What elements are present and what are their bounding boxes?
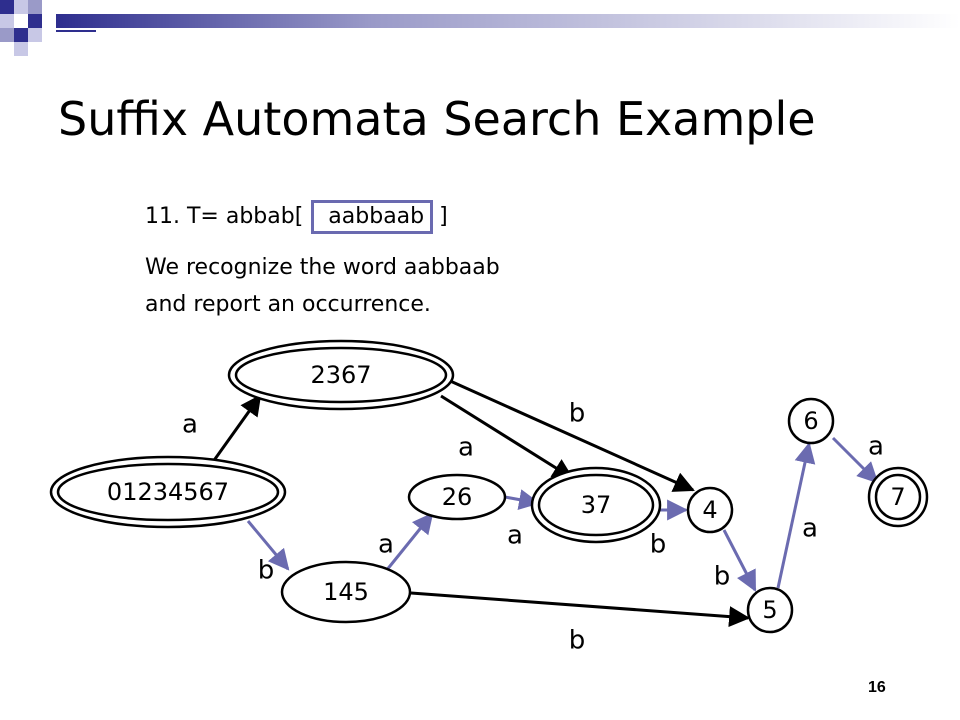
transition-label-s4-s5: b bbox=[714, 562, 731, 592]
state-shape bbox=[787, 397, 835, 445]
state-37: 37 bbox=[530, 466, 662, 544]
state-label: 6 bbox=[803, 407, 818, 435]
state-label: 5 bbox=[762, 596, 777, 624]
state-01234567: 01234567 bbox=[49, 455, 287, 529]
transition-s145-s5 bbox=[410, 591, 751, 628]
state-145: 145 bbox=[280, 560, 412, 624]
state-shape bbox=[234, 346, 448, 404]
state-6: 6 bbox=[787, 397, 835, 445]
transition-label-s145-s26: a bbox=[378, 530, 394, 560]
transition-label-s5-s6: a bbox=[802, 514, 818, 544]
slide-number: 16 bbox=[868, 679, 886, 696]
state-shape bbox=[537, 473, 655, 537]
state-shape bbox=[746, 586, 794, 634]
transition-s0-s145 bbox=[246, 520, 290, 571]
transition-label-s6-s7: a bbox=[868, 432, 884, 462]
state-label: 26 bbox=[442, 483, 473, 511]
transition-s5-s6 bbox=[776, 441, 816, 589]
state-5: 5 bbox=[746, 586, 794, 634]
slide-title: Suffix Automata Search Example bbox=[58, 92, 816, 146]
state-label: 01234567 bbox=[107, 478, 229, 506]
transition-s0-s2367 bbox=[208, 394, 262, 467]
state-label: 145 bbox=[323, 578, 369, 606]
state-label: 7 bbox=[890, 483, 905, 511]
state-shape bbox=[56, 462, 280, 522]
state-shape bbox=[686, 486, 734, 534]
step-suffix: ] bbox=[439, 204, 448, 229]
state-shape bbox=[280, 560, 412, 624]
state-shape bbox=[407, 473, 507, 521]
step-prefix: 11. T= abbab[ bbox=[145, 204, 304, 229]
state-7: 7 bbox=[867, 466, 929, 528]
state-shape bbox=[874, 473, 922, 521]
transition-s2367-s37 bbox=[440, 394, 574, 480]
transition-s4-s5 bbox=[722, 529, 757, 592]
message-line-2: and report an occurrence. bbox=[145, 292, 431, 317]
state-label: 37 bbox=[581, 491, 612, 519]
transition-s145-s26 bbox=[384, 512, 434, 572]
transition-label-s37-s4: b bbox=[650, 530, 667, 560]
transition-label-s2367-s37: a bbox=[458, 433, 474, 463]
window-text: aabbaab bbox=[328, 204, 425, 229]
step-line: 11. T= abbab[ aabbaab] bbox=[145, 200, 448, 234]
corner-decoration bbox=[0, 0, 960, 56]
state-label: 4 bbox=[702, 496, 717, 524]
message-line-1: We recognize the word aabbaab bbox=[145, 255, 500, 280]
state-label: 2367 bbox=[310, 361, 371, 389]
search-window: aabbaab bbox=[311, 200, 434, 234]
transition-s6-s7 bbox=[831, 436, 879, 484]
transition-label-s0-s145: b bbox=[258, 556, 275, 586]
state-2367: 2367 bbox=[227, 339, 455, 411]
state-4: 4 bbox=[686, 486, 734, 534]
state-26: 26 bbox=[407, 473, 507, 521]
transition-s2367-s4 bbox=[447, 378, 695, 492]
transition-label-s2367-s4: b bbox=[569, 399, 586, 429]
transition-label-s26-s37: a bbox=[507, 521, 523, 551]
transition-label-s145-s5: b bbox=[569, 626, 586, 656]
transition-label-s0-s2367: a bbox=[182, 410, 198, 440]
